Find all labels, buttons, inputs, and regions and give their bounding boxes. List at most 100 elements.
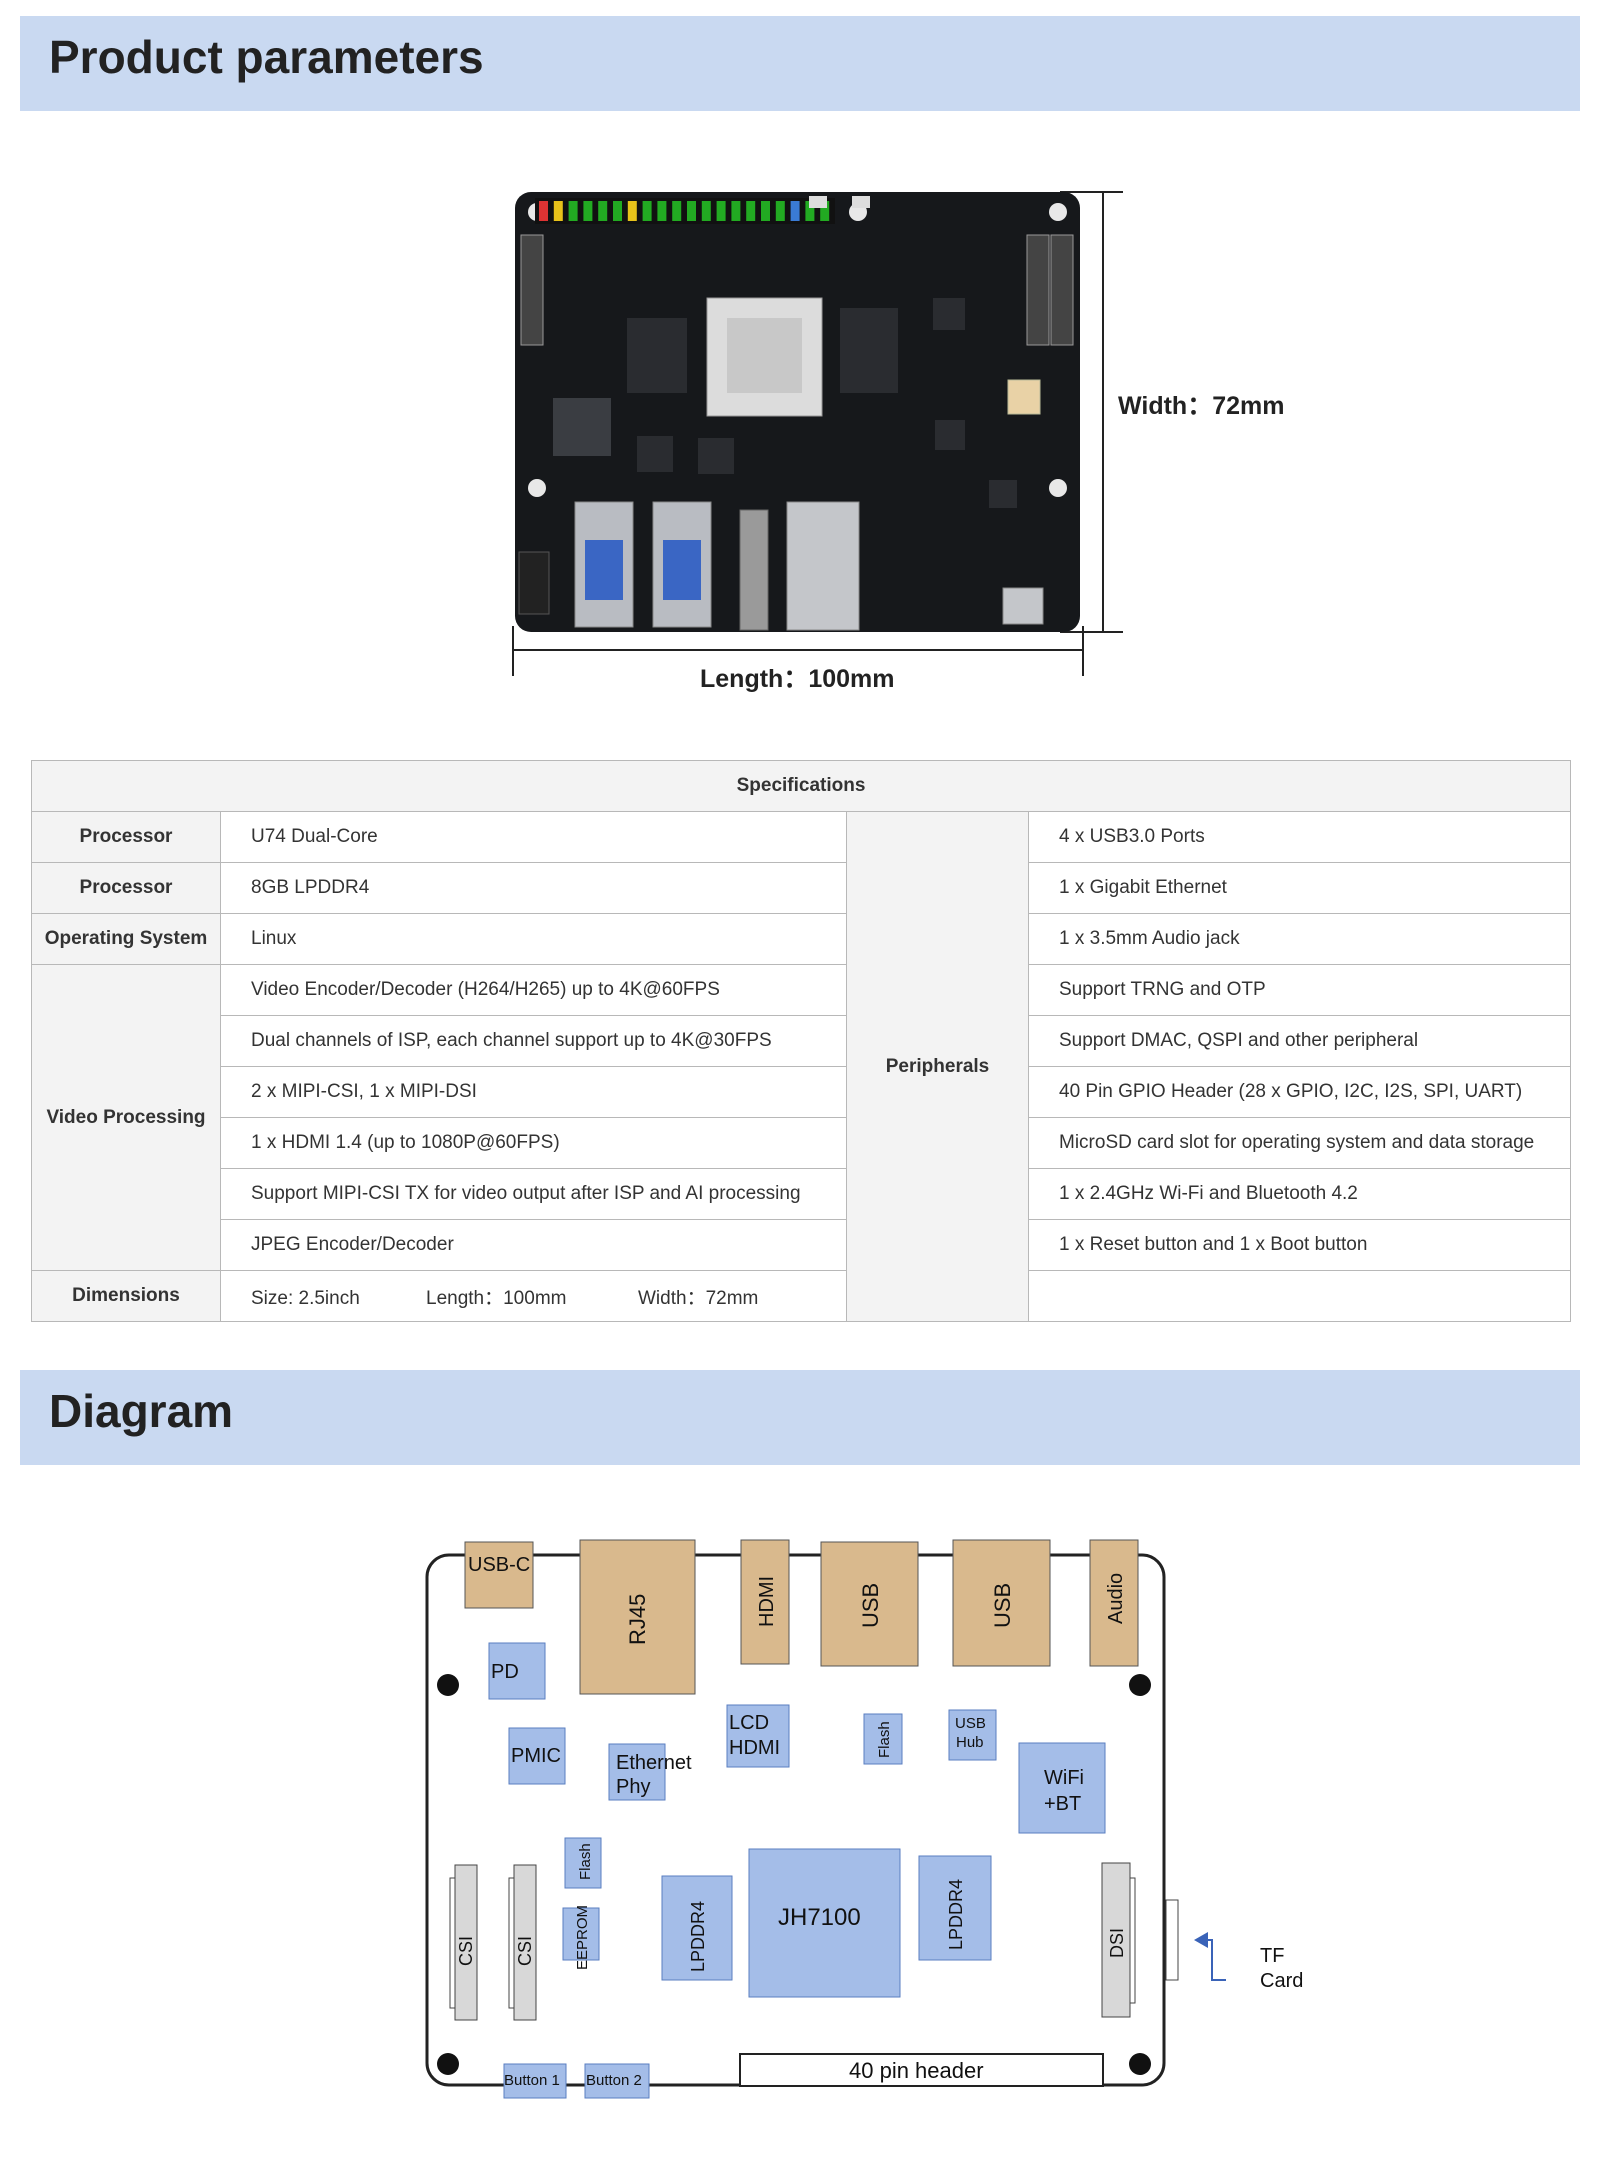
- table-row: JPEG Encoder/Decoder 1 x Reset button an…: [32, 1219, 1572, 1271]
- csi-connector: [520, 234, 544, 346]
- reset-button: [852, 196, 870, 208]
- hdmi-port: [739, 509, 769, 631]
- pd-label: PD: [491, 1661, 519, 1683]
- tf-card-arrow: [1196, 1939, 1226, 1981]
- lcd-hdmi-chip: LCD HDMI: [726, 1704, 790, 1768]
- tf-card-label-line2: Card: [1260, 1970, 1303, 1992]
- peripheral-item: Support DMAC, QSPI and other peripheral: [1027, 1015, 1572, 1067]
- gpio-pin: [790, 201, 800, 221]
- ethernet-label-line2: Phy: [616, 1776, 650, 1798]
- table-row: Processor 8GB LPDDR4 1 x Gigabit Etherne…: [31, 862, 1572, 914]
- gpio-pin: [583, 201, 593, 221]
- gpio-pin: [731, 201, 741, 221]
- audio-block: Audio: [1089, 1539, 1139, 1667]
- mount-hole: [437, 1674, 459, 1696]
- gpio-pin: [820, 201, 830, 221]
- table-row: Video Processing Video Encoder/Decoder (…: [31, 964, 1572, 1271]
- dimension-lines: [512, 191, 1123, 676]
- button-1-label: Button 1: [504, 2072, 560, 2089]
- dsi-connector: DSI: [1101, 1862, 1136, 2018]
- dimension-width: Width：72mm: [638, 1287, 759, 1309]
- empty-cell: [1027, 1270, 1572, 1322]
- peripheral-item: 40 Pin GPIO Header (28 x GPIO, I2C, I2S,…: [1027, 1066, 1572, 1118]
- diagram-title: Diagram: [49, 1385, 234, 1437]
- boot-button: [809, 196, 827, 208]
- gpio-pin: [642, 201, 652, 221]
- dimension-size: Size: 2.5inch: [251, 1287, 360, 1309]
- diagram-header: Diagram: [20, 1370, 1580, 1465]
- row-label: Processor: [31, 811, 221, 863]
- dsi-label: DSI: [1107, 1928, 1127, 1958]
- table-row: Dual channels of ISP, each channel suppo…: [32, 1015, 1572, 1067]
- hdmi-block: HDMI: [740, 1539, 790, 1665]
- soc-label: JH7100: [778, 1904, 861, 1931]
- csi-label: CSI: [515, 1936, 535, 1966]
- usbc-label: USB-C: [468, 1554, 530, 1576]
- ethernet-label-line1: Ethernet: [616, 1752, 692, 1774]
- gpio-pin: [701, 201, 711, 221]
- peripheral-item: 1 x Gigabit Ethernet: [1027, 862, 1572, 914]
- gpio-pin: [687, 201, 696, 221]
- peripheral-item: MicroSD card slot for operating system a…: [1027, 1117, 1572, 1169]
- video-item: 1 x HDMI 1.4 (up to 1080P@60FPS): [220, 1117, 847, 1169]
- button-2-label: Button 2: [586, 2072, 642, 2089]
- dimensions-label: Dimensions: [31, 1270, 221, 1322]
- ethernet-port: [786, 501, 860, 631]
- csi-connector-1: CSI: [449, 1864, 478, 2021]
- flash-chip-left: Flash: [564, 1837, 602, 1889]
- product-parameters-header: Product parameters: [20, 16, 1580, 111]
- rj45-label: RJ45: [625, 1594, 650, 1645]
- lpddr4-left-label: LPDDR4: [688, 1901, 708, 1972]
- gpio-40pin-header: 40 pin header: [739, 2053, 1104, 2087]
- lpddr4-right-label: LPDDR4: [946, 1879, 966, 1950]
- usbc-block: USB-C: [464, 1541, 534, 1609]
- peripheral-item: 1 x 2.4GHz Wi-Fi and Bluetooth 4.2: [1027, 1168, 1572, 1220]
- ram-chip: [840, 308, 898, 393]
- mount-hole: [1049, 203, 1067, 221]
- gpio-pin: [775, 201, 785, 221]
- gpio-pin: [568, 201, 578, 221]
- gpio-pin: [672, 201, 682, 221]
- wifi-label-line2: +BT: [1044, 1793, 1081, 1815]
- lpddr4-chip-left: LPDDR4: [661, 1875, 733, 1981]
- specifications-table: Specifications Processor U74 Dual-Core P…: [30, 760, 1572, 1322]
- wifi-label-line1: WiFi: [1044, 1767, 1084, 1789]
- csi-label: CSI: [456, 1936, 476, 1966]
- table-row: 1 x HDMI 1.4 (up to 1080P@60FPS) MicroSD…: [32, 1117, 1572, 1169]
- length-label: Length：100mm: [700, 665, 895, 693]
- flash-label: Flash: [876, 1721, 893, 1758]
- pmic-label: PMIC: [511, 1745, 561, 1767]
- row-label: Operating System: [31, 913, 221, 965]
- button-1: Button 1: [503, 2063, 567, 2099]
- mount-hole: [1129, 2053, 1151, 2075]
- lcd-label-line2: HDMI: [729, 1737, 780, 1759]
- usbc-port: [1002, 587, 1044, 625]
- gpio-header: [535, 198, 835, 224]
- video-processing-label: Video Processing: [31, 964, 221, 1271]
- flash-left-label: Flash: [577, 1843, 594, 1880]
- gpio-pin: [627, 201, 637, 221]
- dsi-connector: [1050, 234, 1074, 346]
- button-2: Button 2: [584, 2063, 650, 2099]
- usb-hub-label-line2: Hub: [956, 1734, 984, 1751]
- jh7100-soc: JH7100: [748, 1848, 901, 1998]
- board-photo: [512, 191, 1123, 676]
- video-item: Support MIPI-CSI TX for video output aft…: [220, 1168, 847, 1220]
- peripherals-label: Peripherals: [846, 811, 1029, 1322]
- audio-label: Audio: [1105, 1573, 1127, 1624]
- peripheral-item: 1 x 3.5mm Audio jack: [1027, 913, 1572, 965]
- table-row: Operating System Linux 1 x 3.5mm Audio j…: [31, 913, 1572, 965]
- video-item: 2 x MIPI-CSI, 1 x MIPI-DSI: [220, 1066, 847, 1118]
- usb-block-1: USB: [820, 1541, 919, 1667]
- table-row: 2 x MIPI-CSI, 1 x MIPI-DSI 40 Pin GPIO H…: [32, 1066, 1572, 1118]
- ethernet-phy-chip: Ethernet Phy: [608, 1743, 692, 1801]
- tf-card-slot: [1165, 1899, 1179, 1981]
- video-item: Video Encoder/Decoder (H264/H265) up to …: [220, 964, 847, 1016]
- table-row: Processor U74 Dual-Core Peripherals 4 x …: [31, 811, 1572, 1322]
- fan-connector: [1007, 379, 1041, 415]
- wifi-bt-module: WiFi +BT: [1018, 1742, 1106, 1834]
- mount-hole: [1049, 479, 1067, 497]
- csi-connector: [1026, 234, 1050, 346]
